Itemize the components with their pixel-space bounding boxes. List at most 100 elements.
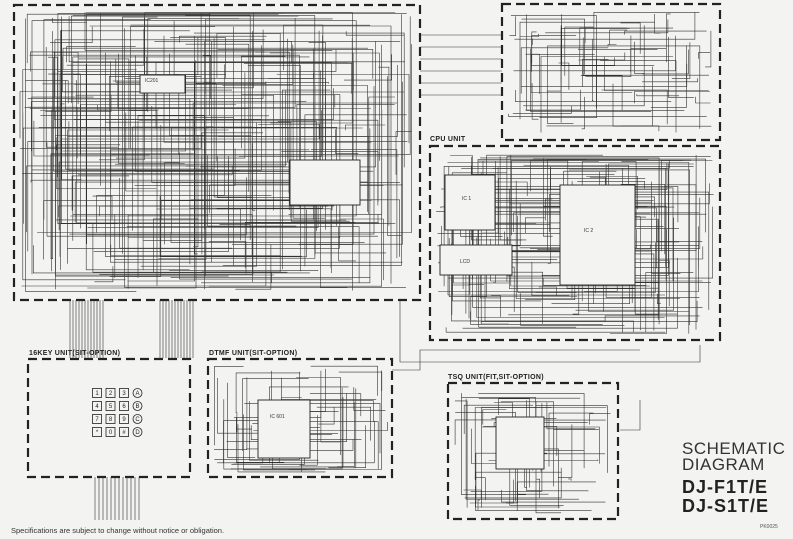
wire — [118, 53, 185, 164]
wire — [73, 88, 334, 120]
wire — [139, 119, 379, 206]
wire — [241, 55, 286, 149]
wire — [269, 52, 380, 161]
wire — [37, 44, 412, 233]
wire — [93, 156, 229, 252]
wire — [484, 264, 606, 322]
wire — [480, 181, 528, 196]
lcd-chip — [439, 244, 513, 276]
wire — [119, 178, 232, 249]
wire — [50, 153, 196, 259]
wire — [454, 400, 468, 508]
wire — [498, 178, 646, 265]
wire — [561, 14, 655, 66]
wire — [170, 232, 365, 243]
wire — [52, 17, 87, 23]
wire — [563, 170, 617, 188]
wire — [281, 377, 377, 400]
key-D: D — [132, 427, 143, 437]
wire — [137, 115, 269, 278]
key-label: 6 — [122, 404, 126, 410]
wire — [547, 45, 701, 129]
wire — [525, 217, 545, 234]
wire — [128, 272, 272, 283]
wire — [252, 31, 256, 211]
wire — [461, 160, 670, 169]
ic1-label: IC 1 — [462, 196, 471, 202]
key-#: # — [119, 427, 129, 437]
wire — [540, 56, 674, 133]
wire — [62, 56, 405, 93]
wire — [217, 49, 374, 79]
wire — [558, 62, 570, 90]
wire — [531, 261, 570, 296]
wire — [506, 156, 711, 282]
wire — [470, 320, 634, 333]
wire — [481, 300, 698, 322]
wire — [445, 327, 666, 333]
bus-wire — [84, 300, 176, 520]
wire — [31, 101, 307, 152]
ic1-chip — [444, 174, 496, 231]
wire — [56, 73, 314, 221]
wire — [338, 226, 356, 262]
wire — [87, 77, 197, 289]
wire — [61, 29, 82, 180]
wire — [482, 409, 507, 425]
wire — [310, 365, 378, 396]
wire — [368, 96, 395, 199]
wire — [25, 80, 69, 104]
main-ic-label: IC201 — [145, 78, 159, 84]
wire — [242, 378, 309, 451]
wire — [642, 49, 689, 75]
wire — [92, 223, 288, 273]
wire — [666, 184, 697, 330]
wire — [520, 47, 609, 94]
wire — [553, 429, 599, 450]
wire — [525, 89, 581, 111]
wire — [659, 259, 670, 307]
wire — [547, 159, 649, 252]
title-diagram: DIAGRAM — [682, 455, 765, 474]
wire — [205, 126, 214, 276]
bus-wire — [78, 300, 170, 520]
wire — [470, 295, 578, 320]
wire — [579, 27, 674, 66]
wire — [516, 481, 596, 511]
wire — [545, 198, 553, 221]
wire — [538, 286, 557, 296]
wire — [60, 30, 320, 140]
wire — [589, 413, 611, 425]
wire — [292, 49, 325, 219]
bus-wire — [99, 300, 191, 520]
wire — [31, 20, 356, 275]
wire — [318, 407, 335, 425]
wire — [31, 96, 94, 181]
wire — [636, 94, 680, 97]
wire — [214, 366, 244, 446]
key-7: 7 — [92, 414, 102, 424]
wire — [52, 52, 79, 105]
wire — [338, 371, 383, 391]
wire — [288, 370, 382, 470]
key-label: * — [96, 430, 99, 436]
wire — [77, 165, 233, 176]
wire — [634, 91, 710, 104]
key-label: 4 — [95, 404, 99, 410]
wire — [270, 38, 353, 124]
wire — [592, 39, 594, 101]
wire — [345, 124, 386, 131]
dtmf-ic-chip — [257, 399, 311, 459]
wire — [513, 35, 676, 72]
wire — [156, 208, 241, 241]
wire — [656, 220, 703, 242]
wire — [481, 407, 552, 508]
wire — [610, 229, 667, 334]
wire — [320, 370, 341, 443]
wire — [74, 181, 368, 223]
wire — [474, 407, 607, 480]
wire — [109, 45, 262, 171]
wire — [163, 35, 372, 143]
wire — [477, 499, 480, 511]
